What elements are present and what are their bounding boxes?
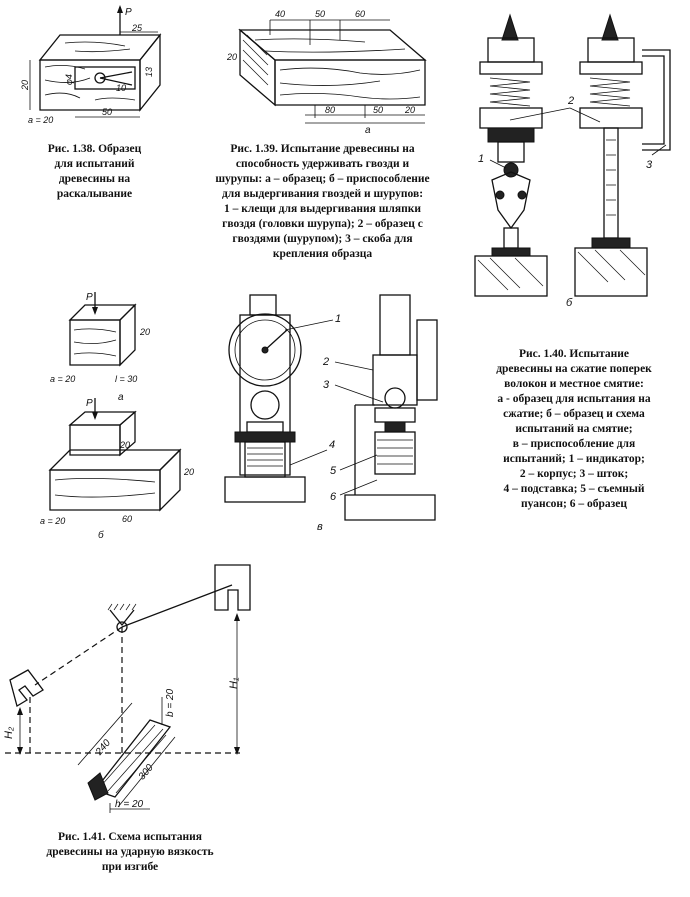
fig-1-40-samples-drawing: P 20 l = 30 a = 20 а P 20 20 60 a = 20 б <box>40 292 194 541</box>
device-label-2: 2 <box>322 356 329 368</box>
device-label-5: 5 <box>330 465 337 477</box>
device-label-1: 1 <box>335 313 341 325</box>
fig140b-label-a20: a = 20 <box>40 516 65 526</box>
fig138-label-13: 13 <box>144 67 154 77</box>
fig141-label-h1: H₁ <box>228 677 240 689</box>
fig138-caption: Рис. 1.38. Образец для испытаний древеси… <box>47 143 142 200</box>
fig138-label-a: a = 20 <box>28 115 53 125</box>
fig140-caption: Рис. 1.40. Испытание древесины на сжатие… <box>496 348 652 510</box>
fig139-label-bottom-80: 80 <box>325 105 335 115</box>
fig139-label-bottom-20: 20 <box>404 105 415 115</box>
fig139b-label-3: 3 <box>646 159 653 171</box>
fig141-label-h2: H₂ <box>3 726 15 739</box>
fig138-label-50: 50 <box>102 107 112 117</box>
fig141-label-h20: h = 20 <box>115 799 144 810</box>
fig140b-label-p: P <box>86 398 93 409</box>
fig139-label-bottom-50: 50 <box>373 105 383 115</box>
fig140b-label-60: 60 <box>122 514 132 524</box>
fig140a-label-p: P <box>86 292 93 303</box>
fig139-label-left-20: 20 <box>226 52 237 62</box>
fig139b-tag: б <box>566 297 573 309</box>
fig-1-39-grip-drawing: 2 1 3 б <box>474 13 671 309</box>
fig141-caption: Рис. 1.41. Схема испытания древесины на … <box>46 831 214 873</box>
fig139-label-top-40: 40 <box>275 9 285 19</box>
device-label-4: 4 <box>329 439 335 451</box>
fig140a-tag: а <box>118 392 124 403</box>
fig140a-label-a20: a = 20 <box>50 374 75 384</box>
fig141-label-240: 240 <box>93 737 113 758</box>
fig140a-label-l30: l = 30 <box>115 374 137 384</box>
fig138-label-phi4: φ4 <box>64 74 74 85</box>
fig140b-label-20b: 20 <box>183 467 194 477</box>
fig140b-tag: б <box>98 529 104 541</box>
fig-1-40-device-drawing: 1 4 2 3 5 6 в <box>224 294 438 533</box>
device-label-6: 6 <box>330 491 337 503</box>
fig139-label-top-50: 50 <box>315 9 325 19</box>
fig-1-41-drawing: H₁ H₂ b = 20 240 300 h = 20 <box>3 564 251 813</box>
fig-1-39-drawing: 40 50 60 20 80 50 20 а <box>226 9 427 136</box>
fig139-caption: Рис. 1.39. Испытание древесины на способ… <box>215 143 430 260</box>
fig139-label-a: а <box>365 125 371 136</box>
device-tag: в <box>317 521 323 533</box>
fig138-label-p: P <box>125 7 132 18</box>
fig139-label-top-60: 60 <box>355 9 365 19</box>
device-label-3: 3 <box>323 379 330 391</box>
fig139b-label-1: 1 <box>478 153 484 165</box>
fig140b-label-20: 20 <box>119 440 130 450</box>
fig139b-label-2: 2 <box>567 95 574 107</box>
fig141-label-b: b = 20 <box>165 688 176 717</box>
fig-1-38-drawing: P 25 20 φ4 13 10 50 a = 20 <box>20 5 162 125</box>
fig140a-label-20: 20 <box>139 327 150 337</box>
fig138-label-25: 25 <box>131 23 143 33</box>
fig138-label-10: 10 <box>116 83 126 93</box>
fig138-label-20: 20 <box>20 80 30 91</box>
